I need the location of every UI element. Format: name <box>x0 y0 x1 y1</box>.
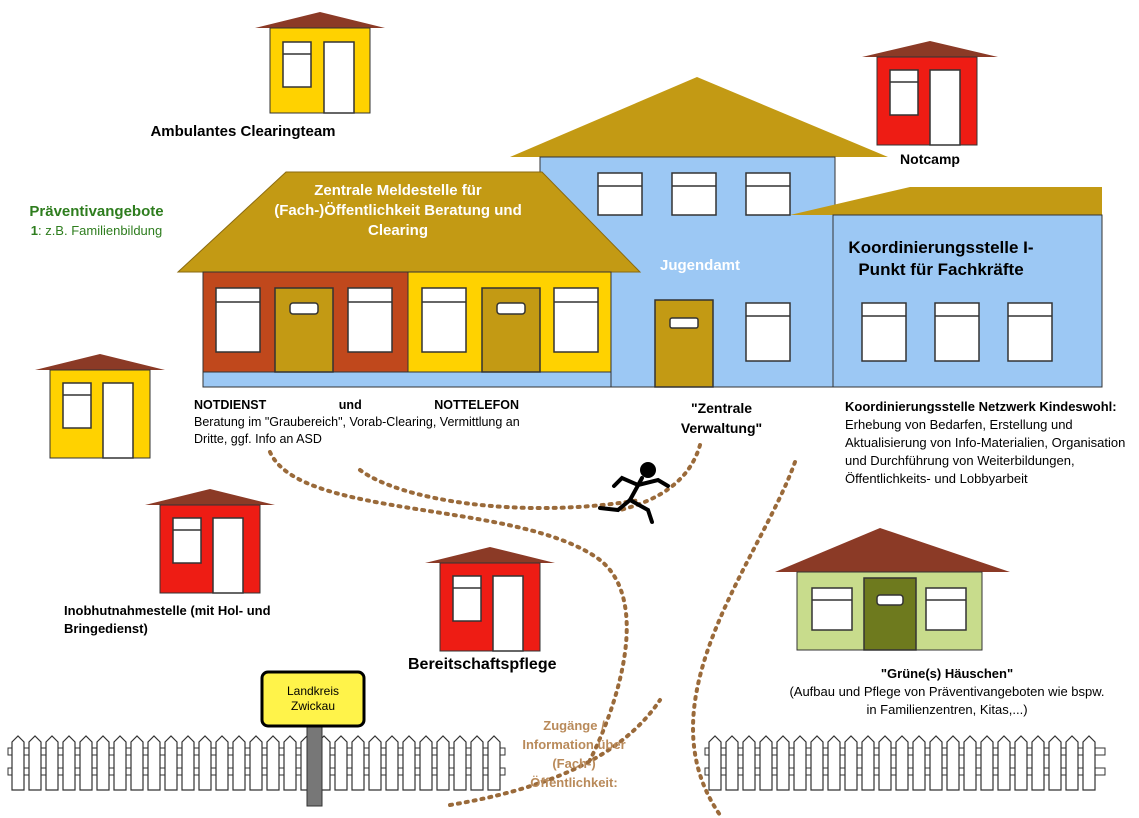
label-jugendamt: Jugendamt <box>659 257 740 274</box>
fence-right <box>704 735 1106 791</box>
fence-picket <box>725 735 739 791</box>
house-koordinierung <box>790 187 1103 388</box>
label-sign: Landkreis Zwickau <box>286 684 340 713</box>
dotted-paths <box>268 443 797 817</box>
fence-picket <box>368 735 382 791</box>
fence-picket <box>980 735 994 791</box>
fence-picket <box>776 735 790 791</box>
house-ambulant <box>255 12 385 114</box>
fence-picket <box>793 735 807 791</box>
fence-picket <box>895 735 909 791</box>
label-koordinierung: Koordinierungsstelle I-Punkt für Fachkrä… <box>848 238 1034 279</box>
fence-picket <box>28 735 42 791</box>
fence-picket <box>470 735 484 791</box>
praeventiv-num: 1 <box>30 223 38 238</box>
fence-picket <box>249 735 263 791</box>
label-notcamp: Notcamp <box>900 151 960 167</box>
fence-picket <box>1048 735 1062 791</box>
label-zugaenge: Zugänge / Information über (Fach-) Öffen… <box>522 718 626 790</box>
gruene-title: "Grüne(s) Häuschen" <box>880 666 1014 681</box>
house-notcamp <box>862 41 998 146</box>
fence-picket <box>283 735 297 791</box>
fence-picket <box>708 735 722 791</box>
fence-picket <box>62 735 76 791</box>
label-netzwerk: Koordinierungsstelle Netzwerk Kindeswohl… <box>845 398 1135 488</box>
path-2 <box>358 468 642 511</box>
fence-picket <box>198 735 212 791</box>
path-4 <box>691 460 797 817</box>
fence-picket <box>742 735 756 791</box>
path-3 <box>618 443 702 512</box>
netzwerk-title: Koordinierungsstelle Netzwerk Kindeswohl… <box>845 399 1117 414</box>
praeventiv-title: Präventivangebote <box>29 203 164 220</box>
netzwerk-text: Erhebung von Bedarfen, Erstellung und Ak… <box>845 417 1126 486</box>
house-bereitschaft <box>425 547 555 652</box>
label-bereitschaft: Bereitschaftspflege <box>408 656 557 673</box>
fence-picket <box>912 735 926 791</box>
path-1 <box>268 450 629 762</box>
fence-picket <box>130 735 144 791</box>
fence-picket <box>844 735 858 791</box>
fence-picket <box>1065 735 1079 791</box>
fence-picket <box>487 735 501 791</box>
fence-picket <box>147 735 161 791</box>
fence-picket <box>997 735 1011 791</box>
house-meldestelle <box>176 171 642 388</box>
fence-picket <box>929 735 943 791</box>
house-gruen <box>775 528 1010 651</box>
fence-picket <box>45 735 59 791</box>
fence-picket <box>453 735 467 791</box>
fence-picket <box>266 735 280 791</box>
house-praeventiv <box>35 354 165 459</box>
fence-picket <box>1031 735 1045 791</box>
notdienst-header: NOTDIENST und NOTTELEFON <box>194 397 519 414</box>
fence-picket <box>232 735 246 791</box>
notdienst-text: Beratung im "Graubereich", Vorab-Clearin… <box>194 415 520 446</box>
fence-picket <box>759 735 773 791</box>
fence-picket <box>11 735 25 791</box>
fence-left <box>7 735 506 791</box>
label-inobhut: Inobhutnahmestelle (mit Hol- und Bringed… <box>64 603 271 636</box>
nottelefon-word: NOTTELEFON <box>434 398 519 412</box>
gruene-text: (Aufbau und Pflege von Präventivangebote… <box>789 684 1105 717</box>
fence-picket <box>181 735 195 791</box>
label-praeventiv: Präventivangebote 1: z.B. Familienbildun… <box>4 202 189 240</box>
path-5 <box>448 698 662 807</box>
fence-picket <box>419 735 433 791</box>
fence-picket <box>827 735 841 791</box>
fence-picket <box>113 735 127 791</box>
fence-picket <box>215 735 229 791</box>
fence-picket <box>436 735 450 791</box>
fence-picket <box>1082 735 1096 791</box>
notdienst-word: NOTDIENST <box>194 398 267 412</box>
praeventiv-text: : z.B. Familienbildung <box>37 223 163 238</box>
fence-picket <box>1014 735 1028 791</box>
running-figure-icon <box>598 462 670 524</box>
label-notdienst-block: NOTDIENST und NOTTELEFON Beratung im "Gr… <box>194 397 549 448</box>
fence-picket <box>878 735 892 791</box>
fences <box>7 735 1106 791</box>
fence-picket <box>96 735 110 791</box>
fence-picket <box>351 735 365 791</box>
house-inobhut <box>145 489 275 594</box>
fence-picket <box>963 735 977 791</box>
fence-picket <box>164 735 178 791</box>
fence-picket <box>79 735 93 791</box>
label-meldestelle: Zentrale Meldestelle für (Fach-)Öffentli… <box>274 182 522 239</box>
fence-picket <box>861 735 875 791</box>
label-zentrale-verwaltung: "Zentrale Verwaltung" <box>680 400 763 436</box>
fence-picket <box>810 735 824 791</box>
label-gruene: "Grüne(s) Häuschen" (Aufbau und Pflege v… <box>788 665 1106 719</box>
fence-picket <box>385 735 399 791</box>
sign-landkreis <box>260 670 366 807</box>
fence-picket <box>402 735 416 791</box>
label-ambulant: Ambulantes Clearingteam <box>150 123 336 140</box>
fence-picket <box>334 735 348 791</box>
und-word: und <box>338 398 362 412</box>
fence-picket <box>946 735 960 791</box>
